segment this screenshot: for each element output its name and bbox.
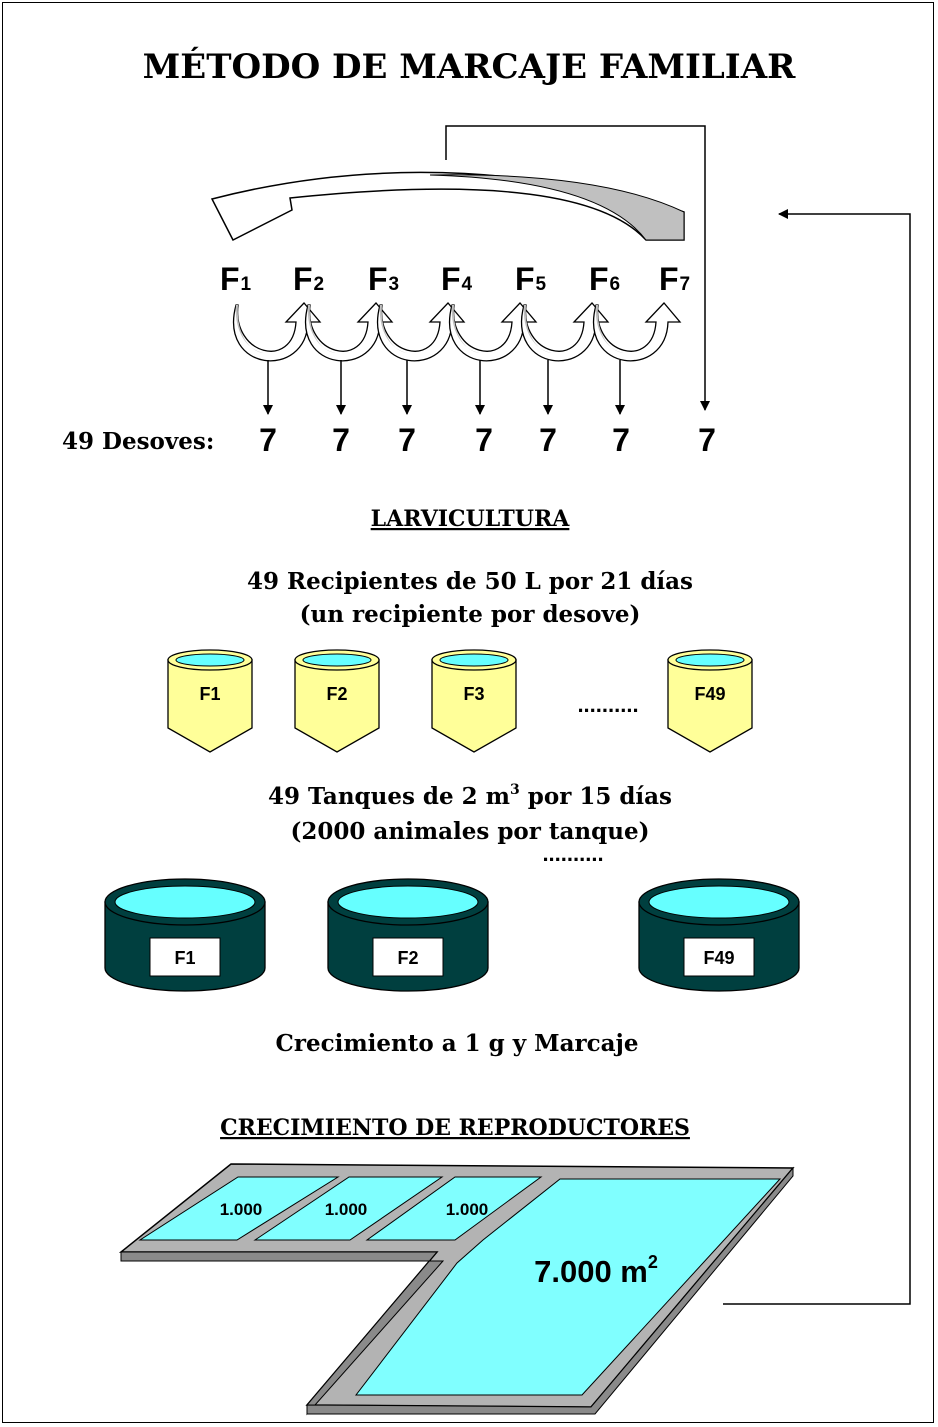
- pond-3-label: 1.000: [446, 1200, 489, 1219]
- pond-3-water: [365, 1176, 543, 1241]
- tank-label: F1: [174, 948, 195, 968]
- family-label-f5: F5: [515, 261, 547, 297]
- spawn-count-6: 7: [612, 422, 630, 458]
- growth-label: Crecimiento a 1 g y Marcaje: [276, 1030, 639, 1057]
- transfer-arrow-3: [377, 302, 466, 362]
- tank-label: F49: [703, 948, 734, 968]
- spawn-count-3: 7: [398, 422, 416, 458]
- family-label-f4: F4: [441, 261, 473, 297]
- transfer-arrow-1: [233, 302, 322, 362]
- tank-f1: F1: [104, 878, 266, 992]
- family-transfer-arrows: [233, 302, 682, 362]
- container-f3: F3: [431, 649, 517, 753]
- pond-2-water: [253, 1176, 444, 1241]
- reproductores-heading: CRECIMIENTO DE REPRODUCTORES: [220, 1115, 690, 1141]
- return-curve-shade: [429, 174, 685, 241]
- container-row: F1 F2 F3 F49: [167, 649, 753, 753]
- family-label-f7: F7: [659, 261, 690, 297]
- spawn-count-7: 7: [698, 422, 716, 458]
- spawn-count-4: 7: [475, 422, 493, 458]
- tank-f2: F2: [327, 878, 489, 992]
- pond-big-water: [354, 1178, 782, 1396]
- transfer-arrow-4: [449, 302, 538, 362]
- transfer-arrow-5: [521, 302, 610, 362]
- pond-1-water: [138, 1176, 340, 1241]
- tanks-line1: 49 Tanques de 2 m3 por 15 días: [268, 782, 672, 810]
- transfer-arrow-6: [593, 302, 682, 362]
- return-line-arrow: [445, 125, 710, 411]
- tanks-line2: (2000 animales por tanque): [291, 818, 650, 845]
- family-label-f3: F3: [368, 261, 399, 297]
- tank-ellipsis: ..........: [542, 841, 603, 866]
- family-row: F1 F2 F3 F4 F5 F6 F7: [220, 261, 690, 297]
- container-label: F49: [694, 684, 725, 704]
- pond-2-label: 1.000: [325, 1200, 368, 1219]
- pond-frame-edge-right: [306, 1166, 794, 1415]
- larvicultura-line2: (un recipiente por desove): [300, 601, 641, 628]
- feedback-loop-arrow: [723, 209, 911, 1305]
- family-label-f2: F2: [293, 261, 324, 297]
- spawns-label: 49 Desoves:: [62, 428, 214, 455]
- transfer-arrow-2: [305, 302, 394, 362]
- container-ellipsis: ..........: [577, 692, 638, 717]
- spawn-count-2: 7: [332, 422, 350, 458]
- pond-complex: 1.000 1.000 1.000 7.000 m2: [118, 1163, 795, 1416]
- spawn-down-arrows: [263, 360, 625, 415]
- spawn-count-1: 7: [259, 422, 277, 458]
- tank-row: F1 F2 F49: [104, 878, 800, 992]
- container-label: F1: [199, 684, 220, 704]
- spawn-count-5: 7: [539, 422, 557, 458]
- tank-label: F2: [397, 948, 418, 968]
- big-pond-label: 7.000 m2: [534, 1252, 658, 1289]
- container-label: F3: [463, 684, 484, 704]
- family-label-f6: F6: [589, 261, 620, 297]
- larvicultura-line1: 49 Recipientes de 50 L por 21 días: [247, 568, 693, 595]
- container-label: F2: [326, 684, 347, 704]
- pond-1-label: 1.000: [220, 1200, 263, 1219]
- container-f1: F1: [167, 649, 253, 753]
- page-title: MÉTODO DE MARCAJE FAMILIAR: [143, 46, 796, 87]
- container-f2: F2: [294, 649, 380, 753]
- tank-f49: F49: [638, 878, 800, 992]
- larvicultura-heading: LARVICULTURA: [371, 506, 571, 532]
- container-f49: F49: [667, 649, 753, 753]
- family-label-f1: F1: [220, 261, 252, 297]
- spawn-counts: 7 7 7 7 7 7 7: [259, 422, 716, 458]
